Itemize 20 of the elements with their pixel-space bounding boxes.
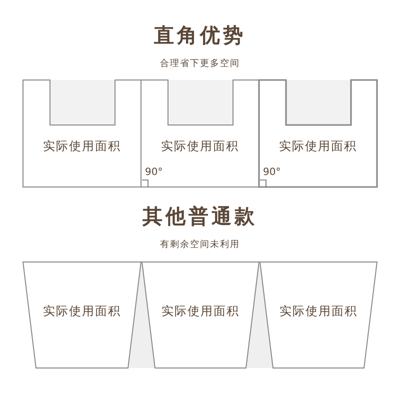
- heading: 其他普通款: [142, 203, 258, 230]
- subtitle: 合理省下更多空间: [160, 58, 240, 70]
- angle-label: 90°: [263, 167, 281, 178]
- heading: 直角优势: [154, 22, 246, 49]
- trapezoid-outline: [23, 262, 141, 368]
- cabinet-outline: [23, 80, 141, 187]
- cabinet-outline: [141, 80, 259, 187]
- unused-space: [128, 262, 155, 368]
- subtitle: 有剩余空间未利用: [160, 238, 240, 251]
- angle-label: 90°: [145, 167, 163, 178]
- area-label: 实际使用面积: [42, 138, 122, 155]
- cabinet-outline: [259, 80, 377, 187]
- area-label: 实际使用面积: [278, 138, 358, 155]
- area-label: 实际使用面积: [160, 138, 240, 155]
- area-label: 实际使用面积: [278, 303, 358, 320]
- trapezoid-outline: [142, 262, 259, 368]
- trapezoid-outline: [260, 262, 377, 368]
- area-label: 实际使用面积: [42, 303, 122, 320]
- area-label: 实际使用面积: [160, 303, 240, 320]
- unused-space: [246, 262, 273, 368]
